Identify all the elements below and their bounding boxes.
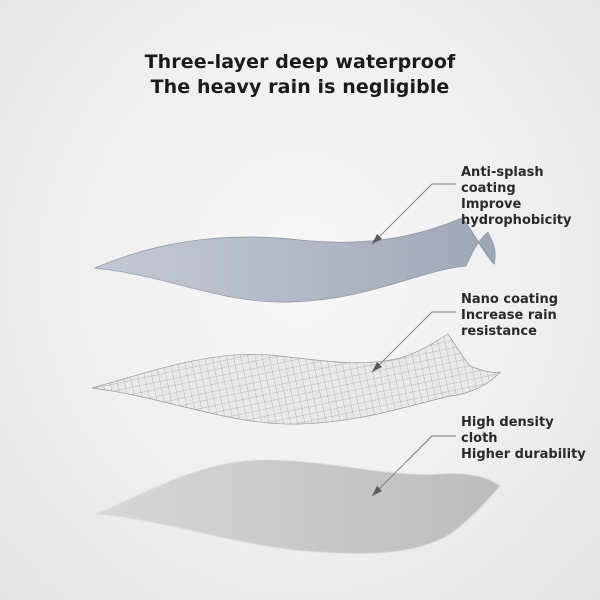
label-line: Higher durability: [461, 447, 586, 462]
top-layer-sheet: [93, 217, 496, 303]
headline: Three-layer deep waterproof The heavy ra…: [0, 50, 600, 100]
label-line: High density: [461, 415, 554, 430]
label-line: resistance: [461, 324, 537, 339]
leader-line-3: [371, 435, 456, 497]
label-line: Increase rain: [461, 308, 557, 323]
nano-coating-label: Nano coating Increase rain resistance: [461, 292, 558, 340]
label-line: coating: [461, 181, 516, 196]
label-line: Improve: [461, 197, 522, 212]
label-line: Nano coating: [461, 292, 559, 307]
anti-splash-coating-label: Anti-splash coating Improve hydrophobici…: [461, 165, 571, 229]
label-line: hydrophobicity: [461, 213, 572, 228]
leader-line-1: [371, 183, 456, 245]
cloth-layer-sheet: [95, 460, 500, 554]
high-density-cloth-label: High density cloth Higher durability: [461, 415, 586, 463]
label-line: Anti-splash: [461, 165, 544, 180]
mesh-layer-sheet: [91, 333, 501, 425]
leader-line-2: [371, 311, 456, 373]
label-line: cloth: [461, 431, 498, 446]
headline-line-2: The heavy rain is negligible: [150, 76, 450, 98]
headline-line-1: Three-layer deep waterproof: [144, 51, 456, 73]
